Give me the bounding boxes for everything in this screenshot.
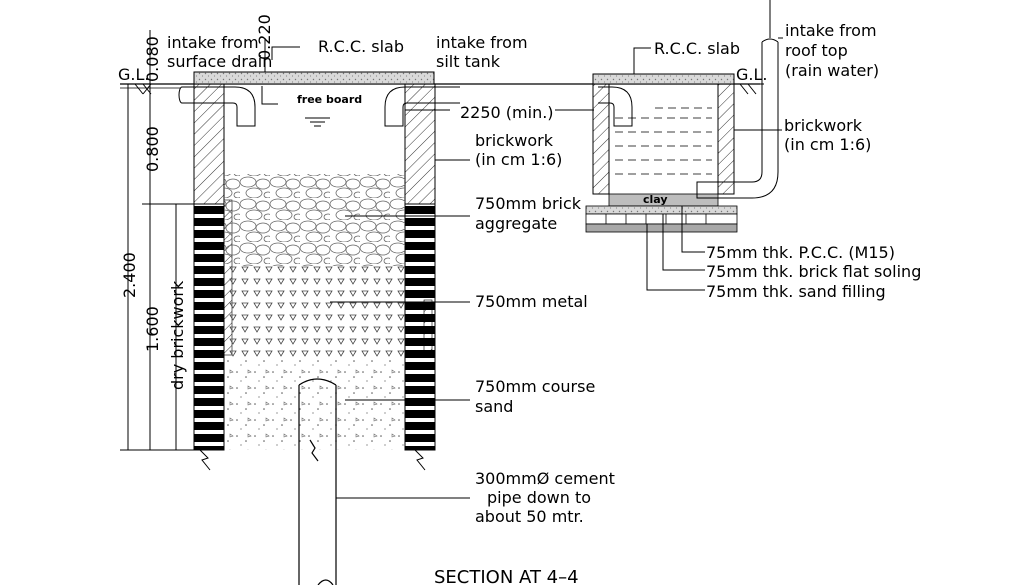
label-sand-2: sand [475,397,513,416]
metal-layer [224,266,405,358]
tank-inlet-pipe [598,86,633,127]
label-brickwork-right-1: brickwork [784,116,863,135]
dim-2400: 2.400 [120,252,139,298]
pit-wall-left-upper [193,83,225,205]
label-intake-roof-2: roof top [785,41,848,60]
label-intake-roof-3: (rain water) [785,61,879,80]
label-sand-filling: 75mm thk. sand filling [706,282,886,301]
label-pipe-2: pipe down to [487,488,591,507]
label-gl-right: G.L. [736,65,767,84]
label-brick-aggregate-1: 750mm brick [475,194,582,213]
ground-hatch-left [134,83,152,95]
rcc-slab-left [193,71,435,85]
dim-1600: 1.600 [143,306,162,352]
label-brick-soling: 75mm thk. brick flat soling [706,262,921,281]
section-title: SECTION AT 4–4 [434,567,579,585]
dim-220: 0.220 [255,14,274,60]
label-intake-silt-1: intake from [436,33,528,52]
dim-800: 0.800 [143,126,162,172]
label-pcc: 75mm thk. P.C.C. (M15) [706,243,895,262]
pcc-layer [585,205,738,215]
label-rcc-slab-right: R.C.C. slab [654,39,740,58]
sand-filling-layer [585,223,738,233]
label-pipe-3: about 50 mtr. [475,507,584,526]
rcc-slab-right [592,73,735,85]
label-sand-1: 750mm course [475,377,595,396]
pit-wall-right-upper [404,83,436,205]
intake-pipe-silt [384,86,460,127]
label-metal: 750mm metal [475,292,588,311]
label-intake-surface-2: surface drain [167,52,272,71]
cement-pipe [298,378,337,585]
tank-water [615,107,712,175]
leader-lines-left [271,46,594,499]
water-level-symbol [305,117,330,127]
label-free-board: free board [297,93,362,106]
roof-downpipe [696,0,779,199]
label-intake-roof-1: intake from [785,21,877,40]
intake-pipe-surface [178,86,256,127]
tank-wall-right [717,83,735,195]
tank-wall-left [592,83,610,195]
ground-hatch-right [739,83,757,95]
dim-dry-brickwork: dry brickwork [168,280,187,390]
label-intake-silt-2: silt tank [436,52,501,71]
leader-lines-right [633,37,783,291]
coarse-sand-layer [224,358,405,450]
label-brick-aggregate-2: aggregate [475,214,557,233]
label-intake-surface-1: intake from [167,33,259,52]
label-pipe-1: 300mmØ cement [475,469,615,488]
brick-soling-layer [585,213,738,225]
dimension-lines-left [120,30,266,451]
dim-080: 0.080 [143,36,162,82]
brick-aggregate-layer [224,174,405,266]
label-gl-left: G.L. [118,65,149,84]
label-clay: clay [643,193,668,206]
label-brickwork-left-1: brickwork [475,131,554,150]
label-brickwork-left-2: (in cm 1:6) [475,150,562,169]
dry-brickwork-left [193,203,225,451]
label-brickwork-right-2: (in cm 1:6) [784,135,871,154]
dim-2250: 2250 (min.) [460,103,554,122]
label-rcc-slab-left: R.C.C. slab [318,37,404,56]
